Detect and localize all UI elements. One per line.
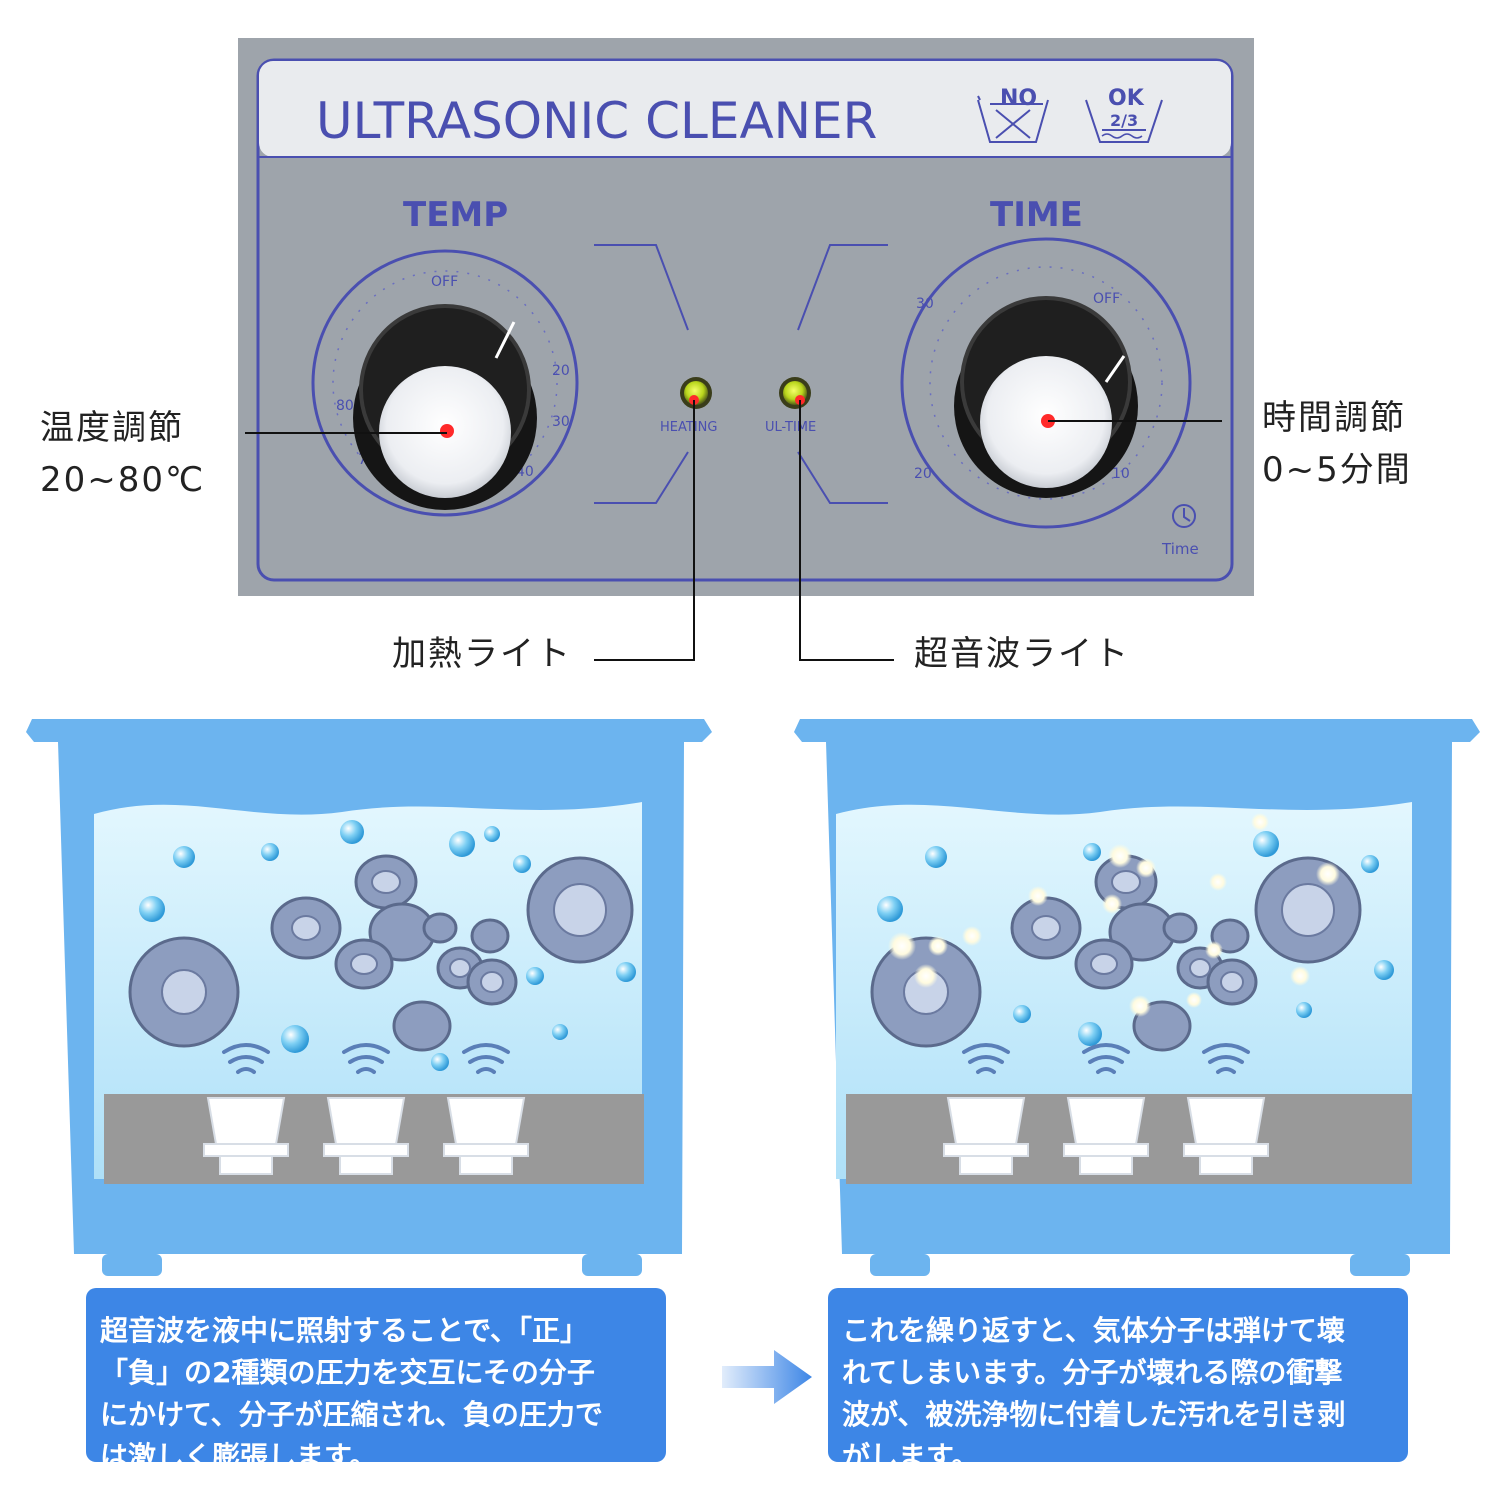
temp-control-title: 温度調節	[40, 408, 184, 448]
temp-label: TEMP	[403, 195, 508, 235]
svg-text:OFF: OFF	[431, 274, 458, 290]
callout-lines	[245, 400, 1222, 661]
explanation-left: 超音波を液中に照射することで、「正」 「負」の2種類の圧力を交互にその分子 にか…	[86, 1288, 666, 1473]
svg-text:UL-TIME: UL-TIME	[765, 420, 816, 435]
arrow-right-icon	[722, 1350, 812, 1404]
panel-title: ULTRASONIC CLEANER	[316, 92, 877, 150]
temp-control-range: 20~80℃	[40, 460, 206, 500]
svg-text:OFF: OFF	[1093, 291, 1120, 307]
svg-text:OK: OK	[1108, 86, 1145, 111]
temp-control-caption: 温度調節 20~80℃	[40, 402, 205, 506]
light-bracket	[594, 244, 888, 504]
explanation-right-line-2: れてしまいます。分子が壊れる際の衝撃	[842, 1356, 1343, 1389]
svg-text:NO: NO	[1000, 86, 1037, 111]
svg-text:80: 80	[336, 398, 354, 414]
cleaning-sparkles	[888, 813, 1340, 1017]
explanation-left-line-3: にかけて、分子が圧縮され、負の圧力で	[100, 1398, 603, 1431]
svg-text:HEATING: HEATING	[660, 420, 717, 435]
tank-after	[794, 719, 1480, 1276]
explanation-right-line-4: がします。	[842, 1440, 980, 1473]
explanation-right-line-1: これを繰り返すと、気体分子は弾けて壊	[842, 1314, 1345, 1347]
explanation-left-line-1: 超音波を液中に照射することで、「正」	[100, 1314, 589, 1347]
time-label: TIME	[990, 195, 1083, 235]
explanation-right-line-3: 波が、被洗浄物に付着した汚れを引き剥	[842, 1398, 1346, 1431]
svg-text:30: 30	[552, 414, 570, 430]
explanation-left-line-4: は激しく膨張します。	[100, 1440, 378, 1473]
time-control-caption: 時間調節 0~5分間	[1262, 392, 1412, 496]
ultime-light: UL-TIME	[765, 377, 816, 435]
svg-text:20: 20	[552, 363, 570, 379]
time-control-title: 時間調節	[1262, 398, 1406, 438]
ultrasonic-light-caption: 超音波ライト	[914, 634, 1130, 674]
water-level-no-icon: NO	[977, 86, 1049, 143]
svg-text:20: 20	[914, 466, 932, 482]
svg-text:30: 30	[916, 296, 934, 312]
control-panel: ULTRASONIC CLEANER NO OK 2/3 TEMP TIME O…	[238, 38, 1254, 596]
svg-text:Time: Time	[1161, 540, 1199, 558]
time-control-range: 0~5分間	[1262, 450, 1412, 490]
svg-text:2/3: 2/3	[1110, 111, 1138, 130]
heating-light-caption: 加熱ライト	[392, 634, 572, 674]
explanation-left-line-2: 「負」の2種類の圧力を交互にその分子	[100, 1356, 595, 1389]
water-level-ok-icon: OK 2/3	[1085, 86, 1163, 143]
tank-before	[26, 719, 712, 1276]
explanation-right: これを繰り返すと、気体分子は弾けて壊 れてしまいます。分子が壊れる際の衝撃 波が…	[828, 1288, 1408, 1473]
svg-text:10: 10	[1112, 466, 1130, 482]
temp-indicator-dot	[440, 424, 454, 438]
